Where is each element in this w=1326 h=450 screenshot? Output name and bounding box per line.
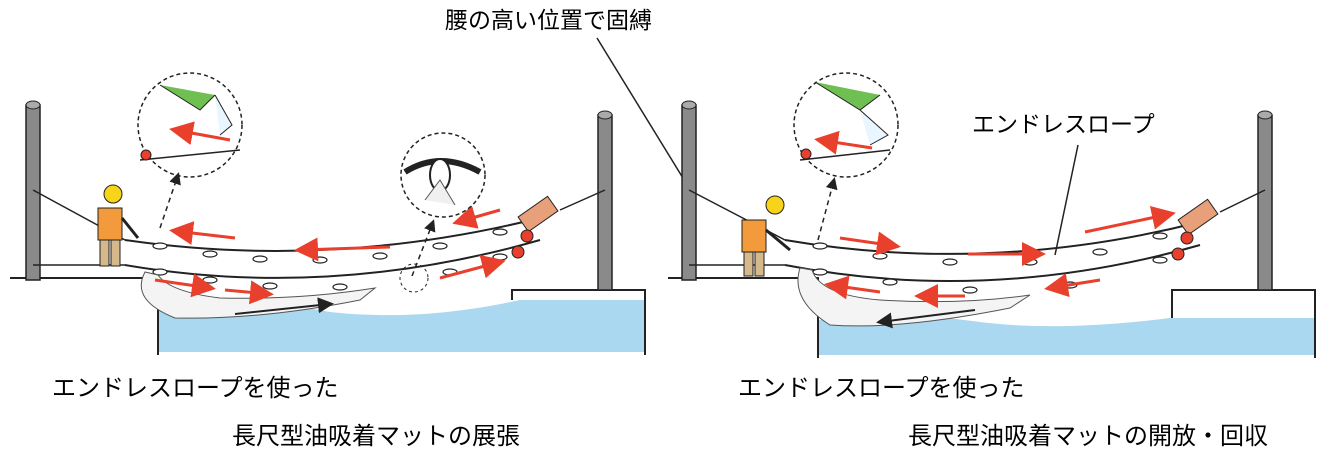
pole-right-right (1257, 114, 1273, 291)
worker-left (97, 184, 140, 267)
rope-lower (124, 239, 541, 279)
quay-right (511, 289, 646, 355)
caption-left-line1: エンドレスロープを使った (52, 374, 339, 402)
quay-right-right (1171, 289, 1316, 358)
rope-lower-right (784, 244, 1201, 282)
rope-upper (124, 217, 541, 252)
endless-rope-label: エンドレスロープ (972, 112, 1155, 138)
detail-circle-1 (137, 72, 243, 178)
tie-high-at-waist-label: 腰の高い位置で固縛 (445, 8, 652, 34)
caption-right-line1: エンドレスロープを使った (738, 374, 1025, 402)
top-label-leader (596, 37, 687, 184)
left-scene (10, 72, 646, 355)
worker-right (741, 195, 791, 277)
pulley-block-right-2 (1171, 198, 1219, 261)
quay-left-right (668, 277, 819, 358)
illustration (10, 37, 1316, 358)
rope-anchor-right (559, 189, 606, 211)
quay-left (10, 277, 159, 355)
detail-circle-3 (793, 72, 899, 178)
water-right (818, 315, 1315, 355)
detail-circle-2 (400, 132, 486, 218)
oil-mat-right (797, 267, 1031, 327)
caption-left-line2: 長尺型油吸着マットの展張 (232, 422, 520, 450)
right-scene (668, 72, 1316, 358)
pole-right (597, 114, 613, 291)
caption-right-line2: 長尺型油吸着マットの開放・回収 (908, 422, 1268, 450)
pulley-block-right (511, 195, 559, 259)
rope-label-leader (1054, 144, 1079, 256)
